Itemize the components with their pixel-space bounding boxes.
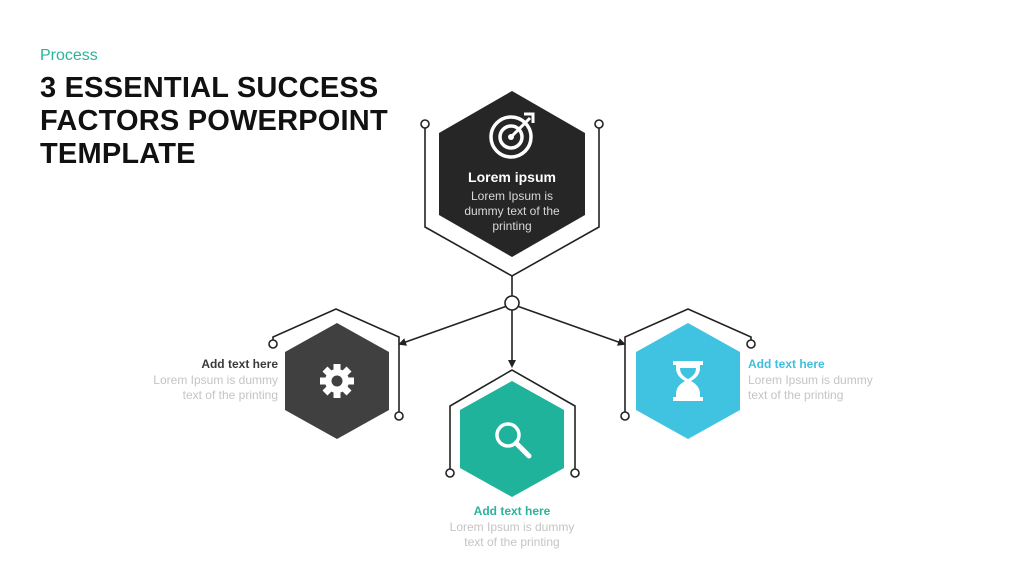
- right-frame-node-bottom: [620, 411, 630, 421]
- title-line-2: FACTORS POWERPOINT: [40, 105, 388, 137]
- top-heading: Lorem ipsum: [468, 169, 556, 185]
- title-line-3: TEMPLATE: [40, 138, 196, 170]
- right-frame-node-top: [746, 339, 756, 349]
- middle-frame: [449, 369, 576, 473]
- middle-body: Lorem Ipsum is dummy text of the printin…: [422, 520, 602, 550]
- target-arrow-icon: [489, 112, 535, 159]
- left-heading: Add text here: [201, 357, 278, 371]
- right-body-line-2: text of the printing: [748, 388, 844, 402]
- middle-frame-node-right: [570, 468, 580, 478]
- connector-to-right: [516, 305, 626, 346]
- middle-hexagon: [460, 381, 564, 497]
- left-frame-node-top: [268, 339, 278, 349]
- connector-to-left: [398, 305, 508, 346]
- top-body-line-1: Lorem Ipsum is: [470, 189, 554, 203]
- hub-node: [504, 295, 520, 311]
- right-body: Lorem Ipsum is dummy text of the printin…: [748, 373, 918, 403]
- left-frame-node-bottom: [394, 411, 404, 421]
- top-frame-node-right: [594, 119, 604, 129]
- middle-body-line-2: text of the printing: [464, 535, 560, 549]
- middle-heading: Add text here: [473, 504, 551, 518]
- top-frame-node-left: [420, 119, 430, 129]
- middle-body-line-1: Lorem Ipsum is dummy: [449, 520, 575, 534]
- left-body-line-2: text of the printing: [182, 388, 278, 402]
- magnifier-icon: [495, 422, 532, 459]
- top-body: Lorem Ipsum is dummy text of the printin…: [447, 189, 577, 234]
- title-line-1: 3 ESSENTIAL SUCCESS: [40, 72, 379, 104]
- middle-frame-node-left: [445, 468, 455, 478]
- top-body-line-2: dummy text of the: [464, 204, 560, 218]
- top-body-line-3: printing: [492, 219, 532, 233]
- slide-title: 3 ESSENTIAL SUCCESS FACTORS POWERPOINT T…: [40, 72, 420, 171]
- slide-kicker: Process: [40, 47, 98, 64]
- top-hexagon: [439, 91, 585, 257]
- left-body: Lorem Ipsum is dummy text of the printin…: [118, 373, 278, 403]
- right-body-line-1: Lorem Ipsum is dummy: [748, 373, 873, 387]
- hourglass-icon: [673, 361, 703, 401]
- left-body-line-1: Lorem Ipsum is dummy: [153, 373, 278, 387]
- gear-icon: [320, 364, 354, 398]
- right-heading: Add text here: [748, 357, 825, 371]
